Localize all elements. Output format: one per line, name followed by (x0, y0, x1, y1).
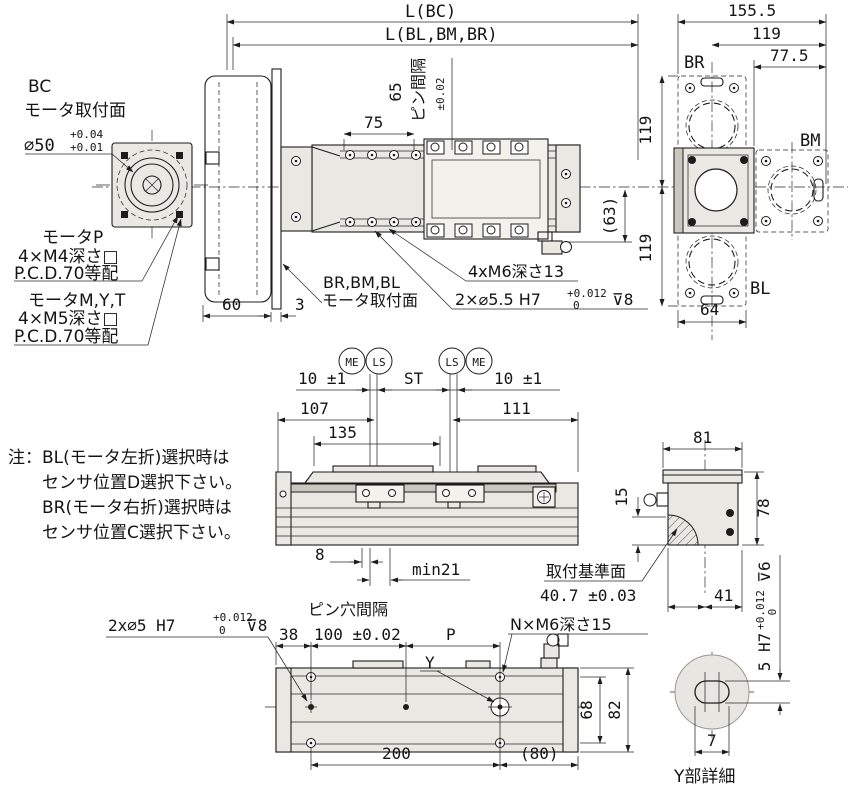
balloon-me-right: ME (472, 356, 485, 369)
bottom-pin-tol-up: +0.012 (213, 611, 253, 624)
side-view: ME LS LS ME 10 ±1 ST 10 ±1 107 111 135 (275, 347, 579, 586)
dim-3: 3 (295, 295, 305, 314)
bm-flange (755, 149, 829, 233)
pin-pitch-label: ピン間隔 (409, 58, 428, 122)
y-detail-title: Y部詳細 (673, 767, 735, 787)
plan-mount-face-label: モータ取付面 (322, 291, 418, 310)
slot-depth: ⊽6 (755, 561, 774, 582)
dim-10-right: 10 ±1 (494, 369, 542, 388)
sensor-right (435, 484, 485, 509)
balloon-me-left: ME (345, 356, 358, 369)
dim-119-bottom: 119 (636, 234, 655, 263)
dim-119-top: 119 (636, 116, 655, 145)
slot-tol-dn: 0 (766, 609, 779, 616)
plan-pin-leader: 2×⌀5.5 H7 (455, 290, 541, 309)
dim-80: (80) (520, 744, 559, 763)
bc-mount-face-label: モータ取付面 (24, 101, 126, 121)
motor-p-holes: 4×M4深さ□ (18, 247, 119, 267)
plan-m6-leader: 4xM6深さ13 (468, 262, 564, 281)
dim-111: 111 (502, 399, 531, 418)
note-line-1: 注：BL(モータ左折)選択時は (8, 448, 229, 468)
label-bl: BL (750, 279, 770, 299)
dim-119-h: 119 (752, 24, 781, 43)
pin-pitch-tol: ±0.02 (434, 77, 447, 110)
bc-dia50-tol-up: +0.04 (70, 128, 103, 141)
bottom-view: 2x⌀5 H7 +0.012 0 ⊽8 38 ピン穴間隔 100 ±0.02 P… (106, 600, 648, 770)
bc-dia50-tol-dn: +0.01 (70, 141, 103, 154)
pin-hole-pitch-label: ピン穴間隔 (308, 600, 388, 619)
end-clamp (532, 486, 556, 508)
bottom-pin-depth: ⊽8 (246, 616, 267, 635)
dim-75: 75 (364, 113, 383, 132)
bc-label: BC (28, 77, 51, 97)
plan-motor-codes: BR,BM,BL (323, 273, 400, 292)
bottom-m6-leader: N×M6深さ15 (510, 615, 612, 634)
note-line-2: センサ位置D選択下さい。 (42, 473, 242, 493)
motor-p-pcd: P.C.D.70等配 (14, 264, 118, 284)
motor-myt-label: モータM,Y,T (28, 291, 126, 311)
dim-135: 135 (328, 423, 357, 442)
end-body-block (673, 147, 755, 234)
note-block: 注：BL(モータ左折)選択時は センサ位置D選択下さい。 BR(モータ右折)選択… (8, 448, 242, 543)
note-line-4: センサ位置C選択下さい。 (42, 523, 241, 543)
slot-tol-up: +0.012 (754, 590, 767, 630)
dim-78: 78 (754, 498, 773, 517)
bc-motor-face-view: BC モータ取付面 ⌀50 +0.04 +0.01 モータP 4×M4深さ□ P… (14, 77, 208, 347)
dim-10-left: 10 ±1 (298, 369, 346, 388)
plan-pin-depth: ⊽8 (612, 290, 633, 309)
dim-8: 8 (315, 545, 325, 564)
motor-myt-holes: 4×M5深さ□ (18, 309, 119, 329)
motor-p-label: モータP (42, 228, 103, 248)
slot-dim: 5 H7 (755, 633, 774, 672)
plan-pin-tol-up: +0.012 (567, 287, 607, 300)
dim-min21: min21 (412, 560, 460, 579)
datum-dim: 40.7 ±0.03 (540, 586, 636, 605)
balloon-ls-left: LS (372, 356, 385, 369)
plan-view: L(BC) L(BL,BM,BR) 75 65 ピン間隔 ±0.02 (63) … (202, 2, 648, 322)
plan-pin-tol-dn: 0 (573, 299, 580, 312)
dim-107: 107 (300, 399, 329, 418)
dim-41: 41 (714, 586, 733, 605)
dim-7: 7 (707, 731, 717, 750)
dim-l-blbmbr: L(BL,BM,BR) (385, 25, 498, 45)
balloon-ls-right: LS (445, 356, 458, 369)
label-br: BR (684, 53, 705, 73)
dim-100: 100 ±0.02 (314, 625, 401, 644)
dim-15: 15 (612, 487, 631, 506)
dim-60: 60 (222, 295, 241, 314)
bottom-pin-tol-dn: 0 (219, 624, 226, 637)
dim-65: 65 (386, 82, 405, 101)
dim-68: 68 (577, 700, 596, 719)
dim-82: 82 (605, 700, 624, 719)
dim-st: ST (404, 369, 424, 388)
dim-63: (63) (600, 197, 619, 236)
dim-200: 200 (382, 744, 411, 763)
bc-dia50: ⌀50 (24, 136, 55, 156)
end-view: 155.5 119 77.5 119 119 64 BR BM BL (636, 1, 829, 328)
bottom-pin-leader: 2x⌀5 H7 (108, 616, 175, 635)
air-fitting (540, 633, 569, 669)
label-bm: BM (800, 131, 820, 151)
label-y: Y (425, 653, 435, 672)
dim-l-bc: L(BC) (405, 2, 456, 22)
dim-p: P (446, 625, 456, 644)
datum-label: 取付基準面 (546, 562, 626, 581)
y-detail-view: 7 5 H7 +0.012 0 ⊽6 Y部詳細 (673, 555, 790, 787)
motor-myt-pcd: P.C.D.70等配 (14, 327, 118, 347)
section-view: 81 78 15 取付基準面 40.7 ±0.03 41 (540, 428, 773, 612)
sensor-left (355, 484, 405, 509)
dim-38: 38 (279, 625, 298, 644)
note-line-3: BR(モータ右折)選択時は (42, 498, 232, 518)
dim-77-5: 77.5 (770, 46, 809, 65)
dim-155-5: 155.5 (728, 1, 776, 20)
dim-64: 64 (700, 300, 719, 319)
dim-81: 81 (693, 428, 712, 447)
